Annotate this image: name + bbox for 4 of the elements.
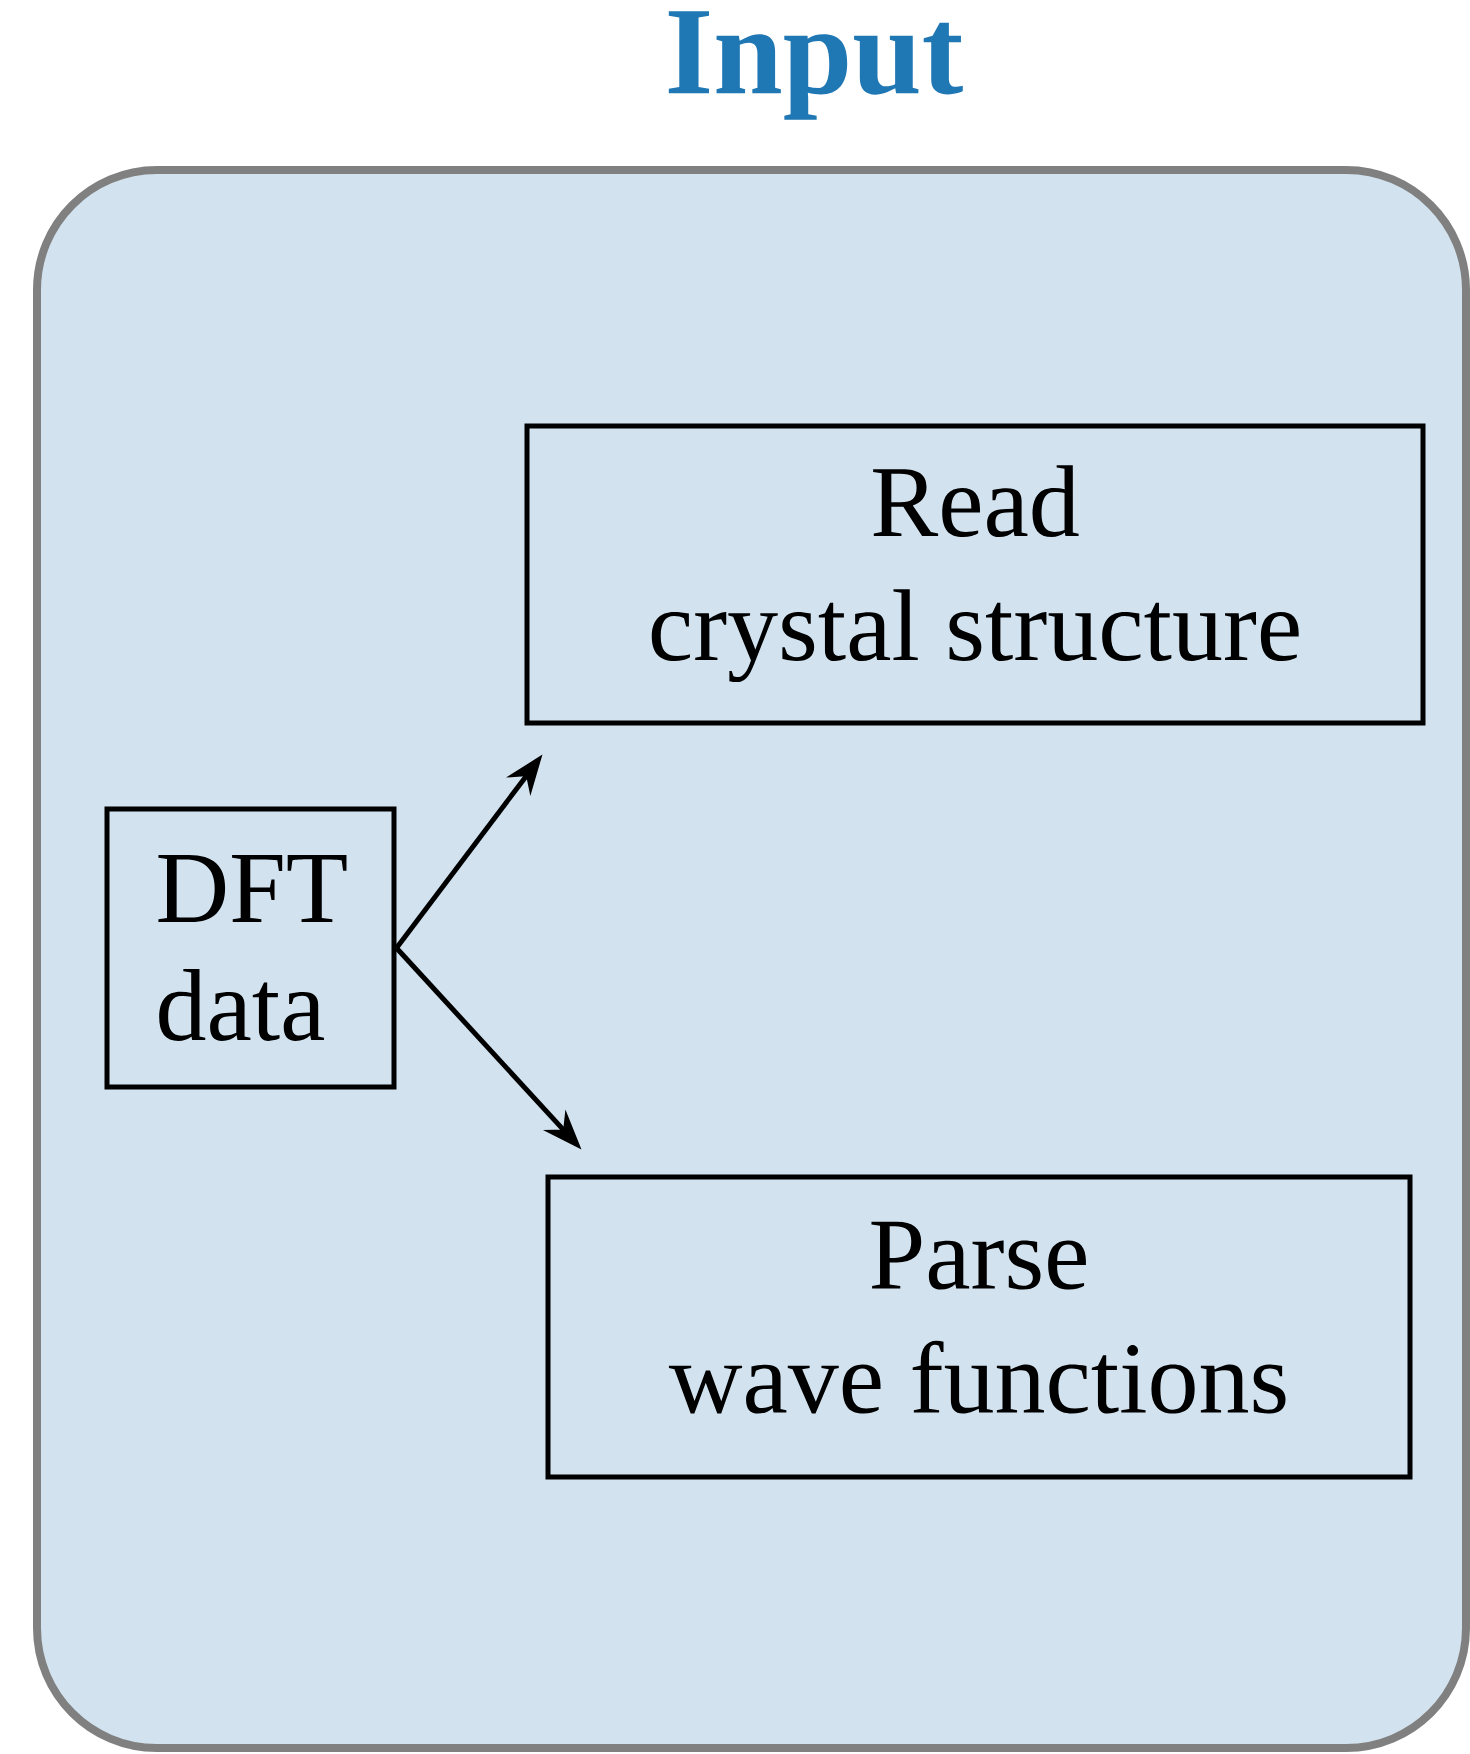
process-box: Read crystal structure xyxy=(524,423,1426,726)
process-box: DFT data xyxy=(104,806,397,1090)
process-box: Parse wave functions xyxy=(545,1174,1413,1480)
node-label: Input xyxy=(668,11,963,120)
